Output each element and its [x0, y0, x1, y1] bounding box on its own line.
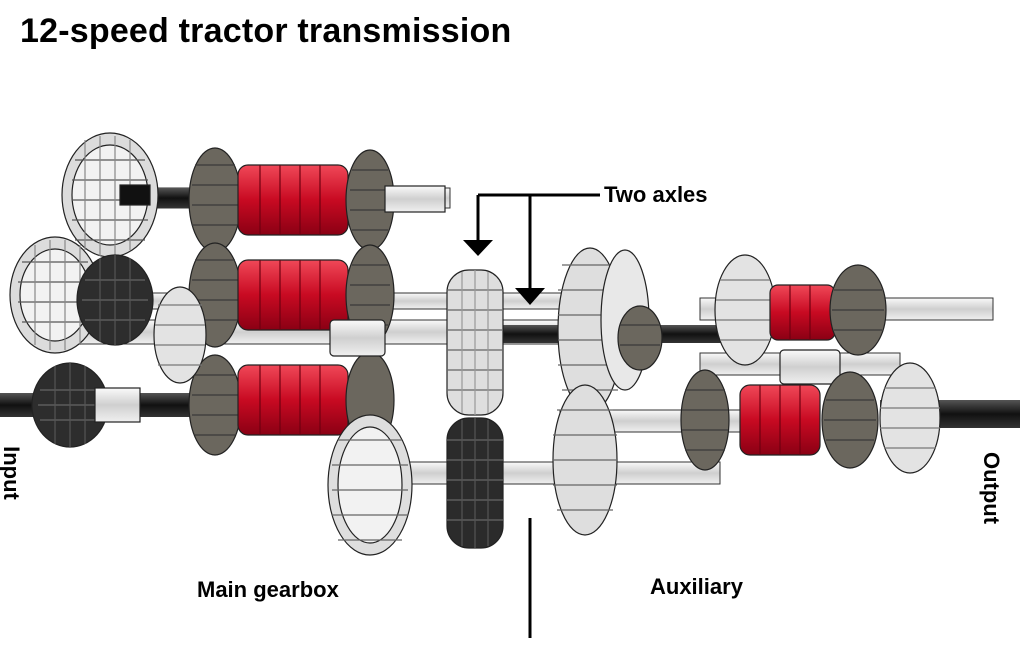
annotations — [463, 193, 600, 638]
black-gear-input — [31, 362, 109, 448]
axle-lower — [359, 461, 721, 485]
crown-gear-top — [61, 132, 159, 258]
small-light-gears — [153, 286, 386, 384]
aux-coupler — [779, 349, 841, 385]
centre-light-gear — [446, 269, 504, 416]
aux-red-clutch-lower — [739, 371, 879, 469]
crown-gear-middle — [9, 236, 101, 354]
arrow-right-head — [515, 288, 545, 305]
left-crown-gears — [9, 132, 159, 448]
input-label: Input — [0, 446, 24, 500]
clutch-row-top — [188, 147, 446, 253]
aux-light-gear-upper — [714, 254, 776, 366]
output-label: Output — [979, 451, 1005, 525]
black-gear-left — [76, 254, 154, 346]
auxiliary-gears — [552, 247, 941, 536]
main-clutches — [153, 147, 446, 456]
two-axles-label: Two axles — [604, 182, 708, 207]
lower-light-crown — [327, 414, 413, 556]
aux-red-clutch-upper — [769, 264, 887, 356]
aux-dark-gear-b — [680, 369, 730, 471]
aux-large-gear-lower — [552, 384, 618, 536]
aux-dark-gear-a — [617, 305, 663, 371]
arrow-left-head — [463, 240, 493, 256]
centre-black-gear — [446, 417, 504, 549]
aux-light-gear-output — [879, 362, 941, 474]
centre-gears — [327, 269, 504, 556]
diagram-title: 12-speed tractor transmission — [20, 12, 512, 50]
auxiliary-label: Auxiliary — [650, 574, 743, 599]
main-gearbox-label: Main gearbox — [197, 577, 339, 602]
input-coupler — [94, 387, 141, 423]
